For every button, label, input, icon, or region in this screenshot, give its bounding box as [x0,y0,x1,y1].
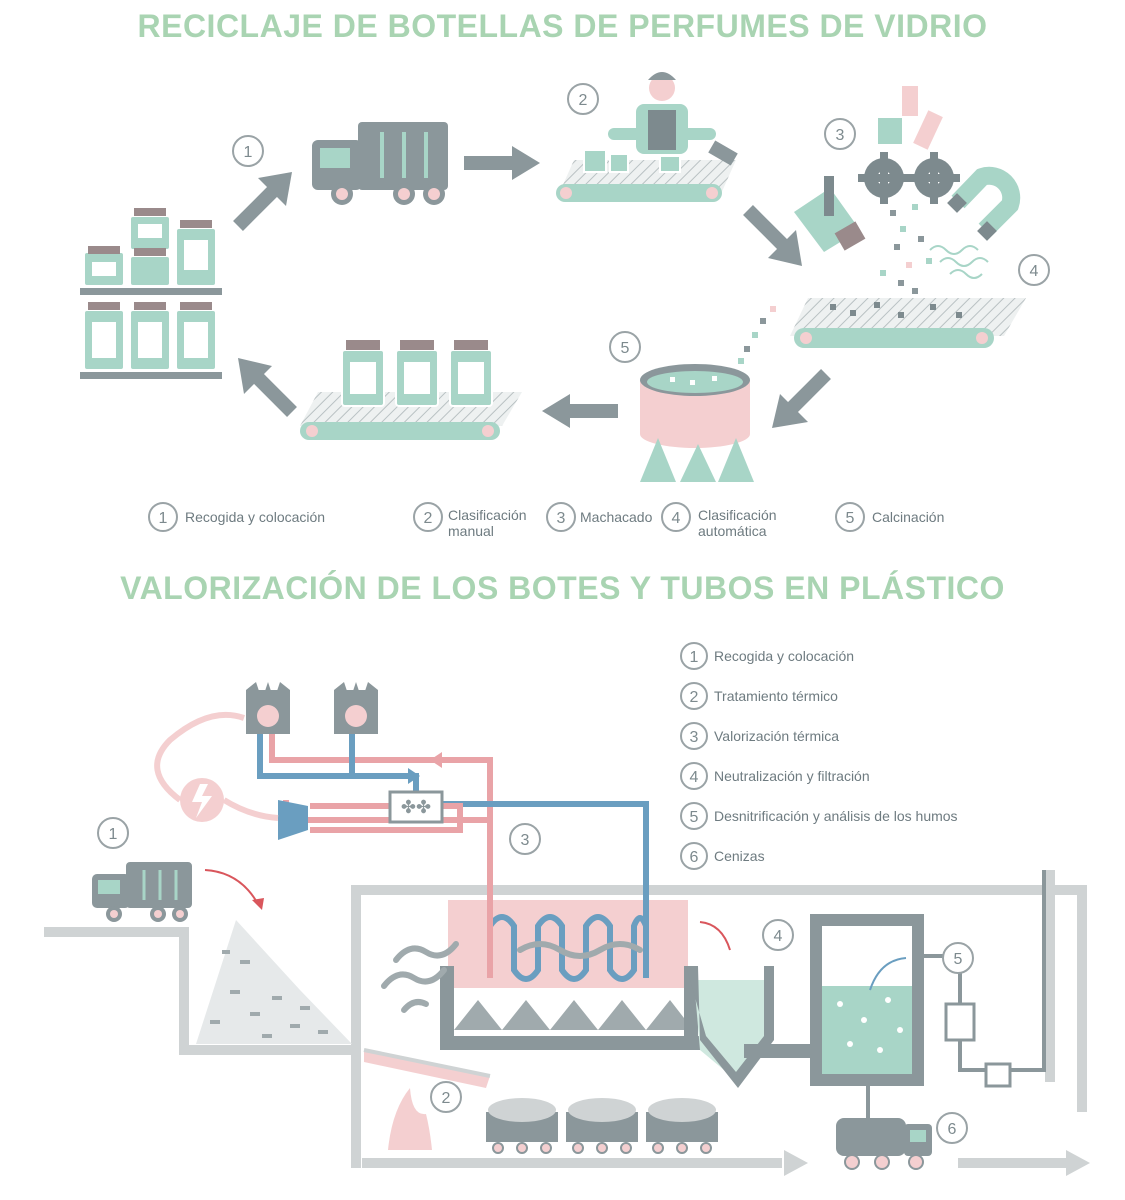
svg-text:Cenizas: Cenizas [714,848,765,864]
step-number-4: 4 [1030,263,1039,280]
ash-truck [836,1080,932,1170]
svg-text:2: 2 [690,689,699,706]
svg-text:3: 3 [557,510,566,527]
heat-exchanger-coil [487,914,649,982]
plastic-legend-item-3: 3 Valorización térmica [680,722,839,750]
svg-text:Recogida y colocación: Recogida y colocación [185,509,325,525]
conveyor-belt-2 [556,140,738,202]
svg-text:2: 2 [424,510,433,527]
grabber-cranes [246,682,378,734]
conveyor-belt-jars [300,340,522,440]
arrow-up-left [238,358,297,417]
magnetic-waves [929,245,989,279]
plastic-step-number-1: 1 [109,826,118,843]
arrow-down-right [743,205,802,266]
plastic-legend-item-1: 1 Recogida y colocación [680,642,854,670]
plant-outline [44,870,1087,1168]
feed-chute [363,1048,491,1088]
ash-wagons [486,1098,718,1154]
exit-arrows [362,1150,1090,1176]
glass-legend-item-1: 1 Recogida y colocación [148,502,325,532]
svg-text:Clasificación: Clasificación [448,507,527,523]
glass-fragments [738,204,932,364]
plastic-legend-item-5: 5 Desnitrificación y análisis de los hum… [680,802,958,830]
svg-text:4: 4 [672,510,681,527]
incinerator-chamber [440,900,708,1050]
glass-legend-item-4: 4 Clasificación automática [661,502,777,539]
glass-legend: 1 Recogida y colocación 2 Clasificación … [148,502,944,539]
magnet [947,166,1021,241]
fan-icon: ✤✤ [388,790,444,824]
plastic-legend-item-6: 6 Cenizas [680,842,765,870]
crusher-gears [858,86,960,204]
svg-text:1: 1 [690,649,699,666]
svg-text:3: 3 [690,729,699,746]
plastic-legend-item-4: 4 Neutralización y filtración [680,762,870,790]
svg-text:✤✤: ✤✤ [401,797,431,817]
svg-text:Tratamiento térmico: Tratamiento térmico [714,688,838,704]
plastic-step-number-3: 3 [521,832,530,849]
plastic-legend-item-2: 2 Tratamiento térmico [680,682,838,710]
filtration-tank [744,914,924,1086]
plastic-step-markers: 1 2 3 4 5 6 [97,817,974,1144]
plastic-step-number-2: 2 [442,1090,451,1107]
svg-text:Calcinación: Calcinación [872,509,944,525]
step-number-5: 5 [621,340,630,357]
calcination-furnace [640,364,754,482]
flame-icon [388,1088,432,1150]
svg-text:Recogida y colocación: Recogida y colocación [714,648,854,664]
collection-truck [312,122,448,205]
manual-sorting-worker [608,72,716,154]
conveyor-belt-4 [790,298,1026,348]
svg-text:Clasificación: Clasificación [698,507,777,523]
svg-text:4: 4 [690,769,699,786]
arrow-right [464,146,540,180]
plastic-legend: 1 Recogida y colocación 2 Tratamiento té… [680,642,958,870]
plastic-step-number-5: 5 [954,951,963,968]
waste-pile [196,920,352,1044]
svg-text:automática: automática [698,523,767,539]
glass-legend-item-3: 3 Machacado [546,502,653,532]
glass-step-markers: 1 2 3 4 5 [232,83,1050,363]
svg-text:Valorización térmica: Valorización térmica [714,728,839,744]
svg-text:manual: manual [448,523,494,539]
turbine [278,800,308,840]
step-number-2: 2 [579,92,588,109]
arrow-down-left [772,369,831,428]
plastic-section-title: VALORIZACIÓN DE LOS BOTES Y TUBOS EN PLÁ… [120,570,1005,606]
step-number-1: 1 [244,144,253,161]
arrow-left [542,394,618,428]
step-number-3: 3 [836,127,845,144]
glass-legend-item-2: 2 Clasificación manual [413,502,527,539]
arrow-up-right [233,172,292,231]
glass-legend-item-5: 5 Calcinación [835,502,944,532]
svg-text:Desnitrificación y análisis de: Desnitrificación y análisis de los humos [714,808,958,824]
glass-section-title: RECICLAJE DE BOTELLAS DE PERFUMES DE VID… [137,8,988,44]
exhaust-stack [918,870,1046,1088]
generator-icon [154,711,279,822]
svg-text:6: 6 [690,849,699,866]
smoke [381,941,643,1013]
dump-arrow [204,869,259,905]
svg-text:Neutralización y filtración: Neutralización y filtración [714,768,870,784]
crushing-press [794,176,866,252]
plastic-collection-truck [92,862,192,922]
svg-text:1: 1 [159,510,168,527]
plastic-step-number-4: 4 [774,928,783,945]
svg-text:5: 5 [846,510,855,527]
shelf-with-jars [80,208,222,379]
neutralization-hopper [686,921,774,1088]
svg-text:Machacado: Machacado [580,509,653,525]
svg-text:5: 5 [690,809,699,826]
plastic-step-number-6: 6 [948,1121,957,1138]
